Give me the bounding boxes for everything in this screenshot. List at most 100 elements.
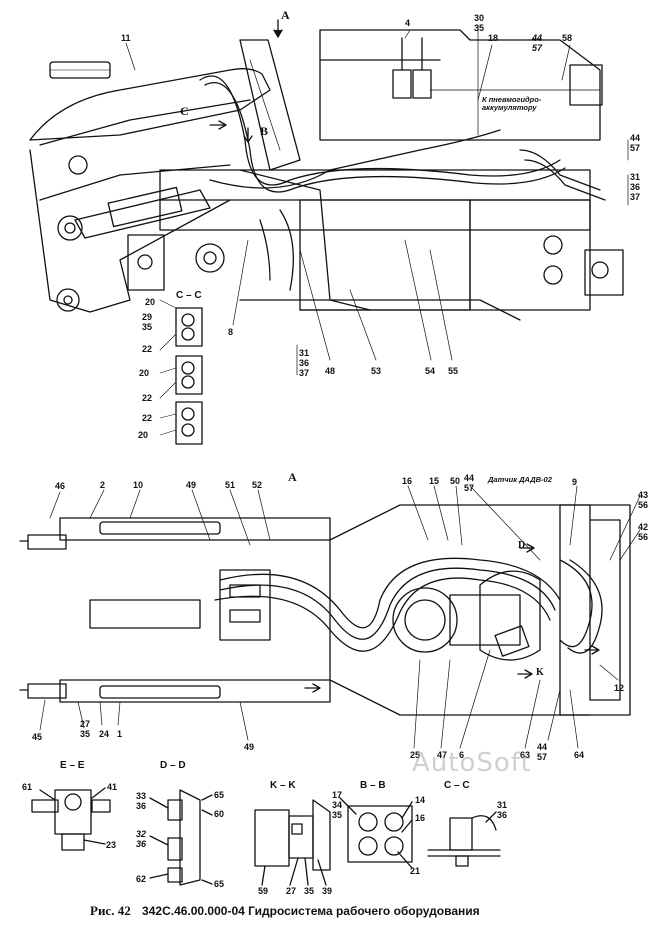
label-37-b: 37 [299, 368, 310, 378]
label-49-a: 49 [186, 480, 197, 490]
label-12: 12 [614, 683, 625, 693]
section-cc-column [159, 299, 203, 445]
label-31: 31 [630, 172, 641, 182]
plan-view [19, 504, 631, 716]
watermark: AutoSoft [412, 748, 532, 778]
label-47: 47 [437, 750, 448, 760]
sensor-callout: Датчик ДАДВ-02 [488, 475, 552, 484]
section-ee-title: E – E [60, 760, 85, 771]
label-57: 57 [532, 43, 543, 53]
view-d-marker: D [518, 540, 526, 551]
label-31-36-cc: 31 36 [497, 800, 507, 820]
label-36-b: 36 [299, 358, 310, 368]
label-59: 59 [258, 886, 269, 896]
label-18: 18 [488, 33, 499, 43]
label-20-b: 20 [139, 368, 150, 378]
label-44-57-top: 44 57 [532, 33, 542, 53]
figure-caption: Рис. 42 342С.46.00.000-04 Гидросистема р… [90, 903, 610, 919]
label-10: 10 [133, 480, 144, 490]
label-44-c: 44 [464, 473, 475, 483]
top-leaders [125, 24, 629, 376]
label-57-b: 57 [630, 143, 641, 153]
label-36-d1: 36 [136, 801, 147, 811]
label-20-a: 20 [145, 297, 156, 307]
label-45: 45 [32, 732, 43, 742]
label-22-a: 22 [142, 344, 153, 354]
label-41: 41 [107, 782, 118, 792]
label-60: 60 [214, 809, 225, 819]
label-44-57-lower: 44 57 [537, 742, 547, 762]
label-29-35: 29 35 [142, 312, 152, 332]
view-c-marker: C [180, 104, 189, 118]
label-61: 61 [22, 782, 33, 792]
label-48: 48 [325, 366, 336, 376]
label-39: 39 [322, 886, 333, 896]
detail-kk [254, 799, 331, 886]
label-1: 1 [117, 729, 123, 739]
label-54: 54 [425, 366, 436, 376]
detail-dd [149, 789, 213, 886]
label-25: 25 [410, 750, 421, 760]
label-29: 29 [142, 312, 153, 322]
label-23: 23 [106, 840, 117, 850]
label-51: 51 [225, 480, 236, 490]
label-35-cc: 35 [142, 322, 153, 332]
figure-label: Рис. 42 [90, 903, 131, 918]
label-14: 14 [415, 795, 426, 805]
label-8: 8 [228, 327, 234, 337]
label-35-bb: 35 [332, 810, 343, 820]
label-63: 63 [520, 750, 531, 760]
label-31-36-37-bottom: 31 36 37 [299, 348, 309, 378]
detail-cc-bottom [427, 811, 501, 867]
label-36: 36 [630, 182, 641, 192]
label-62: 62 [136, 874, 147, 884]
label-65-b: 65 [214, 879, 225, 889]
label-20-c: 20 [138, 430, 149, 440]
label-44-57-right: 44 57 [630, 133, 640, 153]
detail-ee [31, 787, 111, 851]
label-17-34-35: 17 34 35 [332, 790, 342, 820]
label-16: 16 [402, 476, 413, 486]
bottom-leaders [39, 485, 641, 749]
label-36-d2: 36 [136, 839, 147, 849]
label-11: 11 [121, 33, 131, 43]
label-35-kk: 35 [304, 886, 315, 896]
label-33-36: 33 36 [136, 791, 146, 811]
label-2: 2 [100, 480, 106, 490]
label-56-b: 56 [638, 532, 649, 542]
label-27-kk: 27 [286, 886, 297, 896]
label-21: 21 [410, 866, 421, 876]
label-44-b: 44 [630, 133, 641, 143]
figure-title: 342С.46.00.000-04 Гидросистема рабочего … [142, 904, 480, 918]
label-57-d: 57 [537, 752, 548, 762]
label-55: 55 [448, 366, 459, 376]
view-a-bottom: A [288, 470, 297, 484]
label-64: 64 [574, 750, 585, 760]
label-33: 33 [136, 791, 147, 801]
label-30: 30 [474, 13, 485, 23]
label-32-36: 32 36 [136, 829, 146, 849]
accumulator-callout-text: К пневмогидро- аккумулятору [482, 95, 542, 112]
label-6: 6 [459, 750, 465, 760]
label-43-56: 43 56 [638, 490, 648, 510]
section-cc-title-top: C – C [176, 290, 202, 301]
label-16-bb: 16 [415, 813, 426, 823]
label-22-c: 22 [142, 413, 153, 423]
label-42: 42 [638, 522, 649, 532]
section-cc-title-bottom: C – C [444, 780, 470, 791]
view-a-top: A [281, 8, 290, 22]
label-34: 34 [332, 800, 343, 810]
label-57-c: 57 [464, 483, 475, 493]
label-50: 50 [450, 476, 461, 486]
label-27-35: 27 35 [80, 719, 90, 739]
section-dd-title: D – D [160, 760, 186, 771]
label-15: 15 [429, 476, 440, 486]
label-35: 35 [474, 23, 485, 33]
label-9: 9 [572, 477, 578, 487]
label-44-d: 44 [537, 742, 548, 752]
accumulator-callout: К пневмогидро- аккумулятору [482, 96, 541, 112]
label-46: 46 [55, 481, 66, 491]
label-44: 44 [532, 33, 543, 43]
label-32: 32 [136, 829, 147, 839]
section-bb-title: B – B [360, 780, 386, 791]
